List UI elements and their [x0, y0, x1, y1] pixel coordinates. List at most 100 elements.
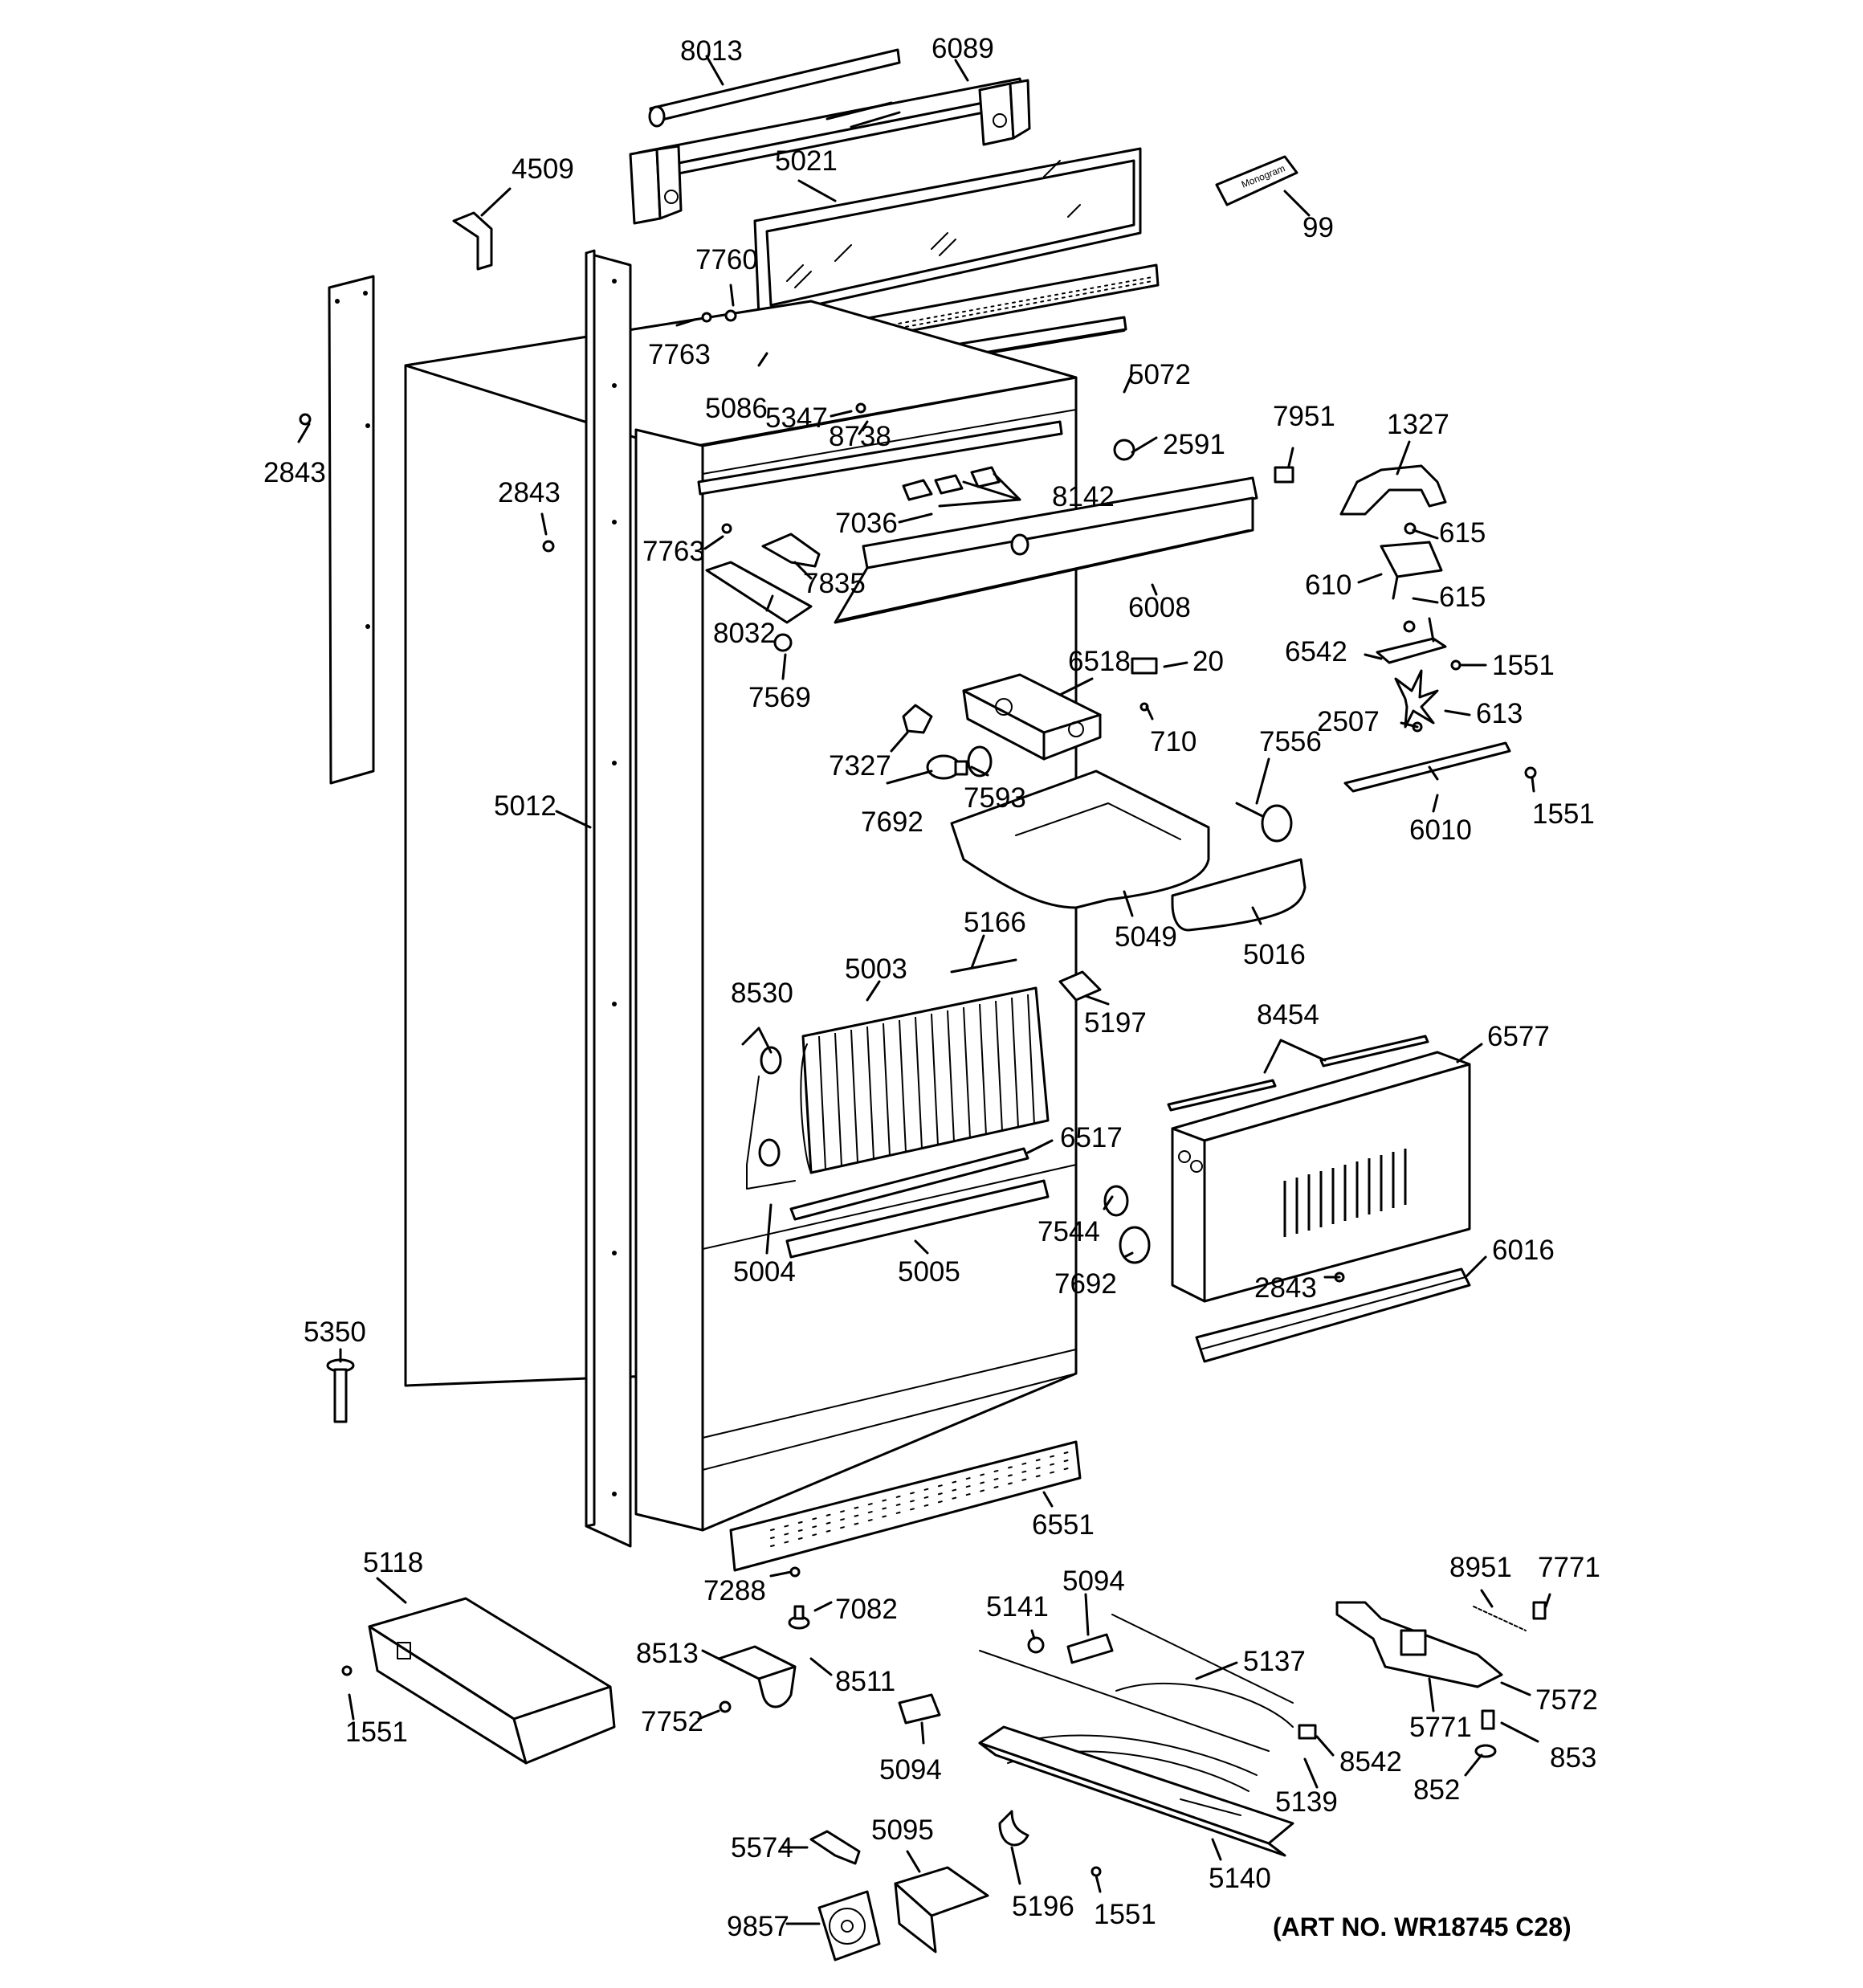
label-7556: 7556: [1259, 726, 1322, 757]
label-5094-lower: 5094: [879, 1754, 942, 1786]
label-8032: 8032: [713, 618, 776, 649]
label-7544: 7544: [1037, 1216, 1100, 1247]
label-6089: 6089: [932, 33, 994, 64]
part-6089-top-frame: [629, 77, 1031, 225]
label-5771: 5771: [1409, 1712, 1472, 1743]
part-6542-mount: [1376, 617, 1447, 664]
label-5139: 5139: [1275, 1786, 1338, 1818]
label-7771: 7771: [1538, 1552, 1600, 1583]
label-7835: 7835: [803, 568, 866, 599]
label-5021: 5021: [775, 145, 838, 177]
part-8013-trim-strip: [648, 48, 901, 128]
part-610-motor: [1380, 541, 1443, 600]
label-7593: 7593: [964, 782, 1026, 814]
label-1551-left: 1551: [345, 1717, 408, 1748]
label-5196: 5196: [1012, 1891, 1074, 1922]
part-top-strip: [697, 420, 1063, 501]
label-7763-upper: 7763: [648, 339, 711, 370]
part-4509-clip: [452, 211, 493, 271]
part-6551-kickplate: [729, 1440, 1082, 1572]
part-8513-hinge: [717, 1645, 797, 1708]
label-853: 853: [1550, 1742, 1596, 1774]
part-8951-spring: [1473, 1606, 1527, 1631]
label-6551: 6551: [1032, 1509, 1095, 1541]
part-5140-drain-pan: [978, 1725, 1294, 1857]
label-8013: 8013: [680, 35, 743, 67]
part-6518-housing: [962, 673, 1102, 761]
label-2591: 2591: [1163, 429, 1225, 460]
label-5118: 5118: [363, 1547, 423, 1578]
label-852: 852: [1413, 1774, 1460, 1806]
label-7951: 7951: [1273, 401, 1335, 432]
part-5094-bracket-lower: [898, 1693, 941, 1725]
label-7569: 7569: [748, 682, 811, 713]
label-1327: 1327: [1387, 409, 1449, 440]
label-4509: 4509: [512, 153, 574, 185]
label-613: 613: [1476, 698, 1523, 729]
label-5347: 5347: [765, 402, 828, 434]
part-5574-bracket: [809, 1830, 861, 1865]
label-7572: 7572: [1535, 1684, 1598, 1716]
part-5049-tray: [950, 769, 1210, 909]
label-7692-lower: 7692: [1054, 1268, 1117, 1300]
part-6008-rail: [834, 476, 1258, 624]
part-7544-socket: [1103, 1185, 1129, 1217]
label-8454: 8454: [1257, 999, 1319, 1031]
part-7771-screw: [1532, 1601, 1547, 1620]
label-2843-lower: 2843: [1254, 1272, 1317, 1304]
part-5141-grommet: [1027, 1636, 1045, 1654]
label-7036: 7036: [835, 508, 898, 539]
label-5141: 5141: [986, 1591, 1049, 1623]
label-7288: 7288: [703, 1575, 766, 1606]
label-5095: 5095: [871, 1815, 934, 1846]
label-5574: 5574: [731, 1832, 793, 1863]
label-6517: 6517: [1060, 1122, 1123, 1153]
part-5016-scoop: [1171, 858, 1307, 932]
part-7556-knob: [1235, 802, 1293, 843]
label-2507: 2507: [1317, 706, 1380, 737]
part-left-side-trim: [328, 275, 375, 785]
label-8530: 8530: [731, 978, 793, 1009]
label-6577: 6577: [1487, 1021, 1550, 1052]
part-7951-switch: [1274, 466, 1294, 484]
part-853-nut: [1481, 1709, 1495, 1730]
label-5140: 5140: [1209, 1863, 1271, 1894]
part-5095-shroud: [894, 1866, 989, 1953]
label-610: 610: [1305, 569, 1351, 601]
part-7692-bulb-lower: [1119, 1226, 1151, 1264]
part-5118-control-box: [368, 1597, 616, 1765]
part-7835-bracket: [761, 533, 821, 568]
label-8951: 8951: [1449, 1552, 1512, 1583]
part-20-connector: [1131, 657, 1158, 675]
label-5004: 5004: [733, 1256, 796, 1288]
label-9857: 9857: [727, 1911, 789, 1942]
label-99: 99: [1302, 212, 1334, 243]
part-5196-tube: [998, 1810, 1029, 1847]
label-710: 710: [1150, 726, 1196, 757]
label-7082: 7082: [835, 1594, 898, 1625]
part-6010-bar: [1343, 741, 1511, 793]
part-7327-clip: [902, 704, 933, 734]
label-5086: 5086: [705, 393, 768, 424]
label-8142: 8142: [1052, 481, 1115, 512]
label-5005: 5005: [898, 1256, 960, 1288]
label-5094-upper: 5094: [1062, 1565, 1125, 1597]
label-7763-lower: 7763: [642, 536, 705, 567]
part-9857-fan: [817, 1890, 881, 1961]
label-8513: 8513: [636, 1638, 699, 1669]
part-5166-clip: [950, 958, 1017, 974]
part-7692-bulb-top: [926, 754, 968, 780]
label-5197: 5197: [1084, 1007, 1147, 1039]
label-2843-left: 2843: [263, 457, 326, 488]
label-2843-mid: 2843: [498, 477, 561, 508]
label-6010: 6010: [1409, 814, 1472, 846]
label-20: 20: [1192, 646, 1224, 677]
label-6542: 6542: [1285, 636, 1347, 667]
part-8542-cap: [1298, 1724, 1317, 1740]
part-5197-relay: [1058, 970, 1102, 1002]
part-6016-rail: [1195, 1268, 1471, 1363]
label-5012: 5012: [494, 790, 556, 822]
part-6577-cover: [1171, 1051, 1471, 1303]
part-5003-condenser: [800, 986, 1050, 1174]
